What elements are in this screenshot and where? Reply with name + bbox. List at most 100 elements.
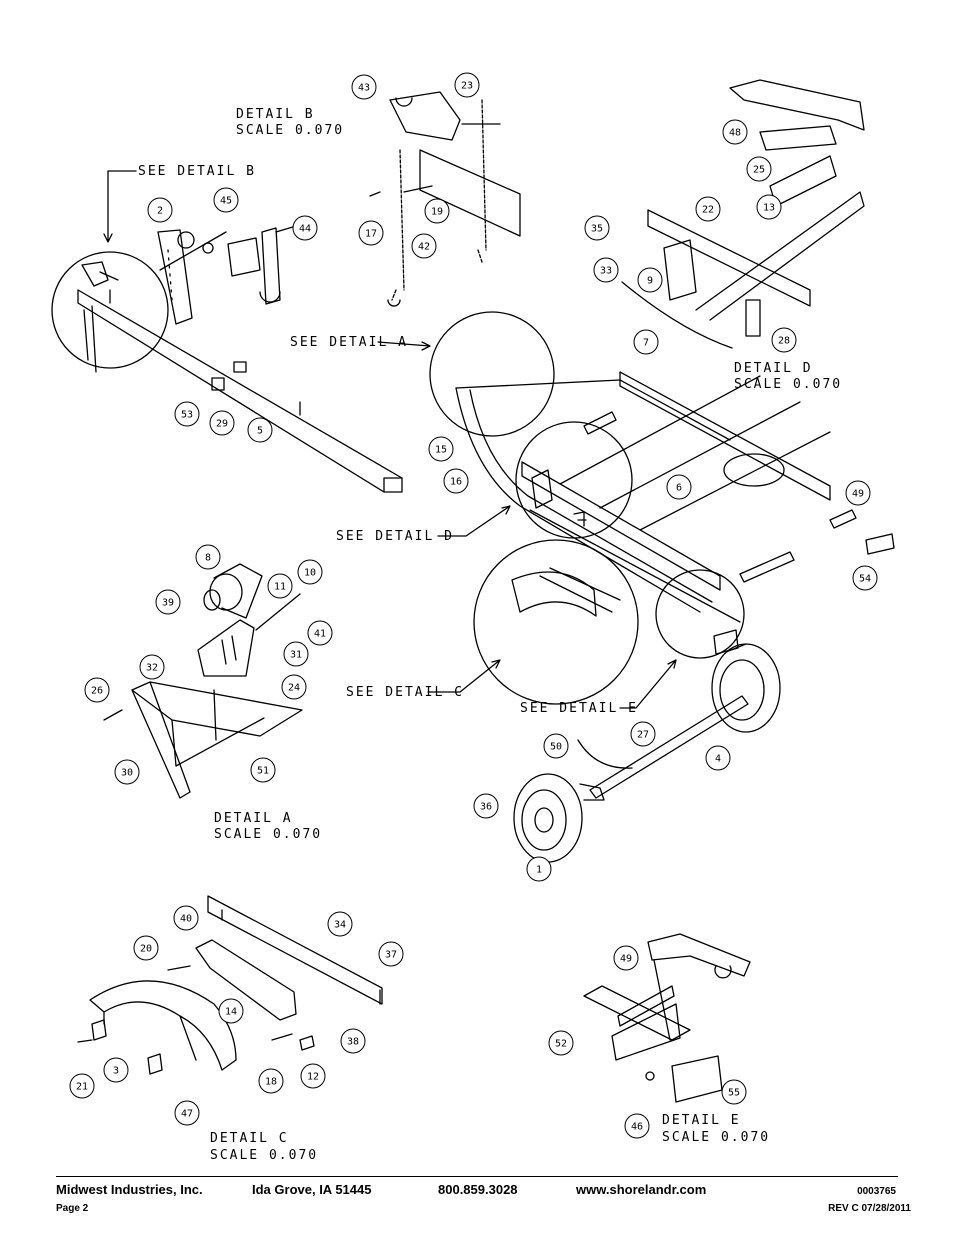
- detail-e-title: DETAIL E: [662, 1113, 741, 1128]
- callout-35: 35: [584, 215, 610, 241]
- callout-45: 45: [213, 187, 239, 213]
- callout-number: 14: [225, 1007, 237, 1018]
- callout-number: 48: [729, 128, 741, 139]
- callout-circle: [69, 1073, 95, 1099]
- footer-website[interactable]: www.shorelandr.com: [576, 1182, 707, 1197]
- callout-39: 39: [155, 589, 181, 615]
- callout-number: 35: [591, 224, 603, 235]
- callout-20: 20: [133, 935, 159, 961]
- callout-number: 10: [304, 568, 316, 579]
- callout-circle: [218, 998, 244, 1024]
- callout-circle: [155, 589, 181, 615]
- main-frame: [429, 311, 895, 863]
- callout-number: 41: [314, 629, 326, 640]
- detail-a-title: DETAIL A: [214, 811, 293, 826]
- callout-circle: [593, 257, 619, 283]
- callout-circle: [845, 480, 871, 506]
- callout-circle: [209, 410, 235, 436]
- callout-circle: [424, 198, 450, 224]
- callout-24: 24: [281, 674, 307, 700]
- callout-number: 49: [620, 954, 632, 965]
- callout-number: 49: [852, 489, 864, 500]
- callout-31: 31: [283, 641, 309, 667]
- callout-55: 55: [721, 1079, 747, 1105]
- detail-labels: DETAIL B SCALE 0.070 SEE DETAIL B SEE DE…: [138, 107, 842, 1163]
- see-detail-b: SEE DETAIL B: [138, 164, 256, 179]
- detail-d-scale: SCALE 0.070: [734, 377, 842, 392]
- callout-number: 11: [274, 582, 286, 593]
- callout-circle: [114, 759, 140, 785]
- callout-circle: [771, 327, 797, 353]
- callout-circle: [695, 196, 721, 222]
- detail-b-title: DETAIL B: [236, 107, 315, 122]
- detail-c-scale: SCALE 0.070: [210, 1148, 318, 1163]
- callout-number: 1: [536, 865, 542, 876]
- callout-number: 25: [753, 165, 765, 176]
- callout-circle: [250, 757, 276, 783]
- callout-number: 43: [358, 83, 370, 94]
- callout-circle: [473, 793, 499, 819]
- detail-e-group: [583, 933, 751, 1103]
- callout-circle: [630, 721, 656, 747]
- callout-51: 51: [250, 757, 276, 783]
- callout-number: 22: [702, 205, 714, 216]
- coupler: [389, 91, 461, 141]
- callout-circle: [174, 1100, 200, 1126]
- callout-number: 17: [365, 229, 377, 240]
- callout-number: 54: [859, 574, 871, 585]
- callout-number: 20: [140, 944, 152, 955]
- callout-49: 49: [845, 480, 871, 506]
- callout-15: 15: [428, 436, 454, 462]
- callout-circle: [624, 1113, 650, 1139]
- callout-circle: [292, 215, 318, 241]
- callout-circle: [378, 941, 404, 967]
- callout-circle: [283, 641, 309, 667]
- winch: [227, 237, 261, 277]
- footer-doc-number: 0003765: [857, 1186, 896, 1197]
- callout-33: 33: [593, 257, 619, 283]
- footer-rule: [56, 1176, 898, 1177]
- detail-d-title: DETAIL D: [734, 361, 813, 376]
- callout-number: 34: [334, 920, 346, 931]
- callout-circle: [281, 674, 307, 700]
- callout-number: 38: [347, 1037, 359, 1048]
- callout-circle: [852, 565, 878, 591]
- callout-circle: [297, 559, 323, 585]
- callout-25: 25: [746, 156, 772, 182]
- callout-number: 4: [715, 754, 721, 765]
- detail-a-scale: SCALE 0.070: [214, 827, 322, 842]
- callout-13: 13: [756, 194, 782, 220]
- callout-23: 23: [454, 72, 480, 98]
- callout-number: 15: [435, 445, 447, 456]
- callout-38: 38: [340, 1028, 366, 1054]
- coupler-group: [369, 91, 521, 307]
- callout-number: 33: [600, 266, 612, 277]
- callout-circle: [721, 1079, 747, 1105]
- callout-49: 49: [613, 945, 639, 971]
- fender: [511, 571, 597, 617]
- callout-43: 43: [351, 74, 377, 100]
- callout-37: 37: [378, 941, 404, 967]
- see-detail-d: SEE DETAIL D: [336, 529, 454, 544]
- callout-50: 50: [543, 733, 569, 759]
- callout-36: 36: [473, 793, 499, 819]
- callout-number: 55: [728, 1088, 740, 1099]
- detail-e-circle: [655, 569, 745, 659]
- callout-42: 42: [411, 233, 437, 259]
- footer-page: Page 2: [56, 1203, 89, 1214]
- callout-circle: [84, 677, 110, 703]
- callout-circle: [543, 733, 569, 759]
- callout-11: 11: [267, 573, 293, 599]
- callout-17: 17: [358, 220, 384, 246]
- callout-circle: [133, 935, 159, 961]
- footer-revision: REV C 07/28/2011: [828, 1203, 911, 1214]
- callout-circle: [174, 401, 200, 427]
- callout-52: 52: [548, 1030, 574, 1056]
- bracket-plate: [131, 681, 303, 737]
- callout-circle: [705, 745, 731, 771]
- callout-number: 7: [643, 338, 649, 349]
- callout-1: 1: [526, 856, 552, 882]
- callout-circle: [139, 654, 165, 680]
- callout-circle: [722, 119, 748, 145]
